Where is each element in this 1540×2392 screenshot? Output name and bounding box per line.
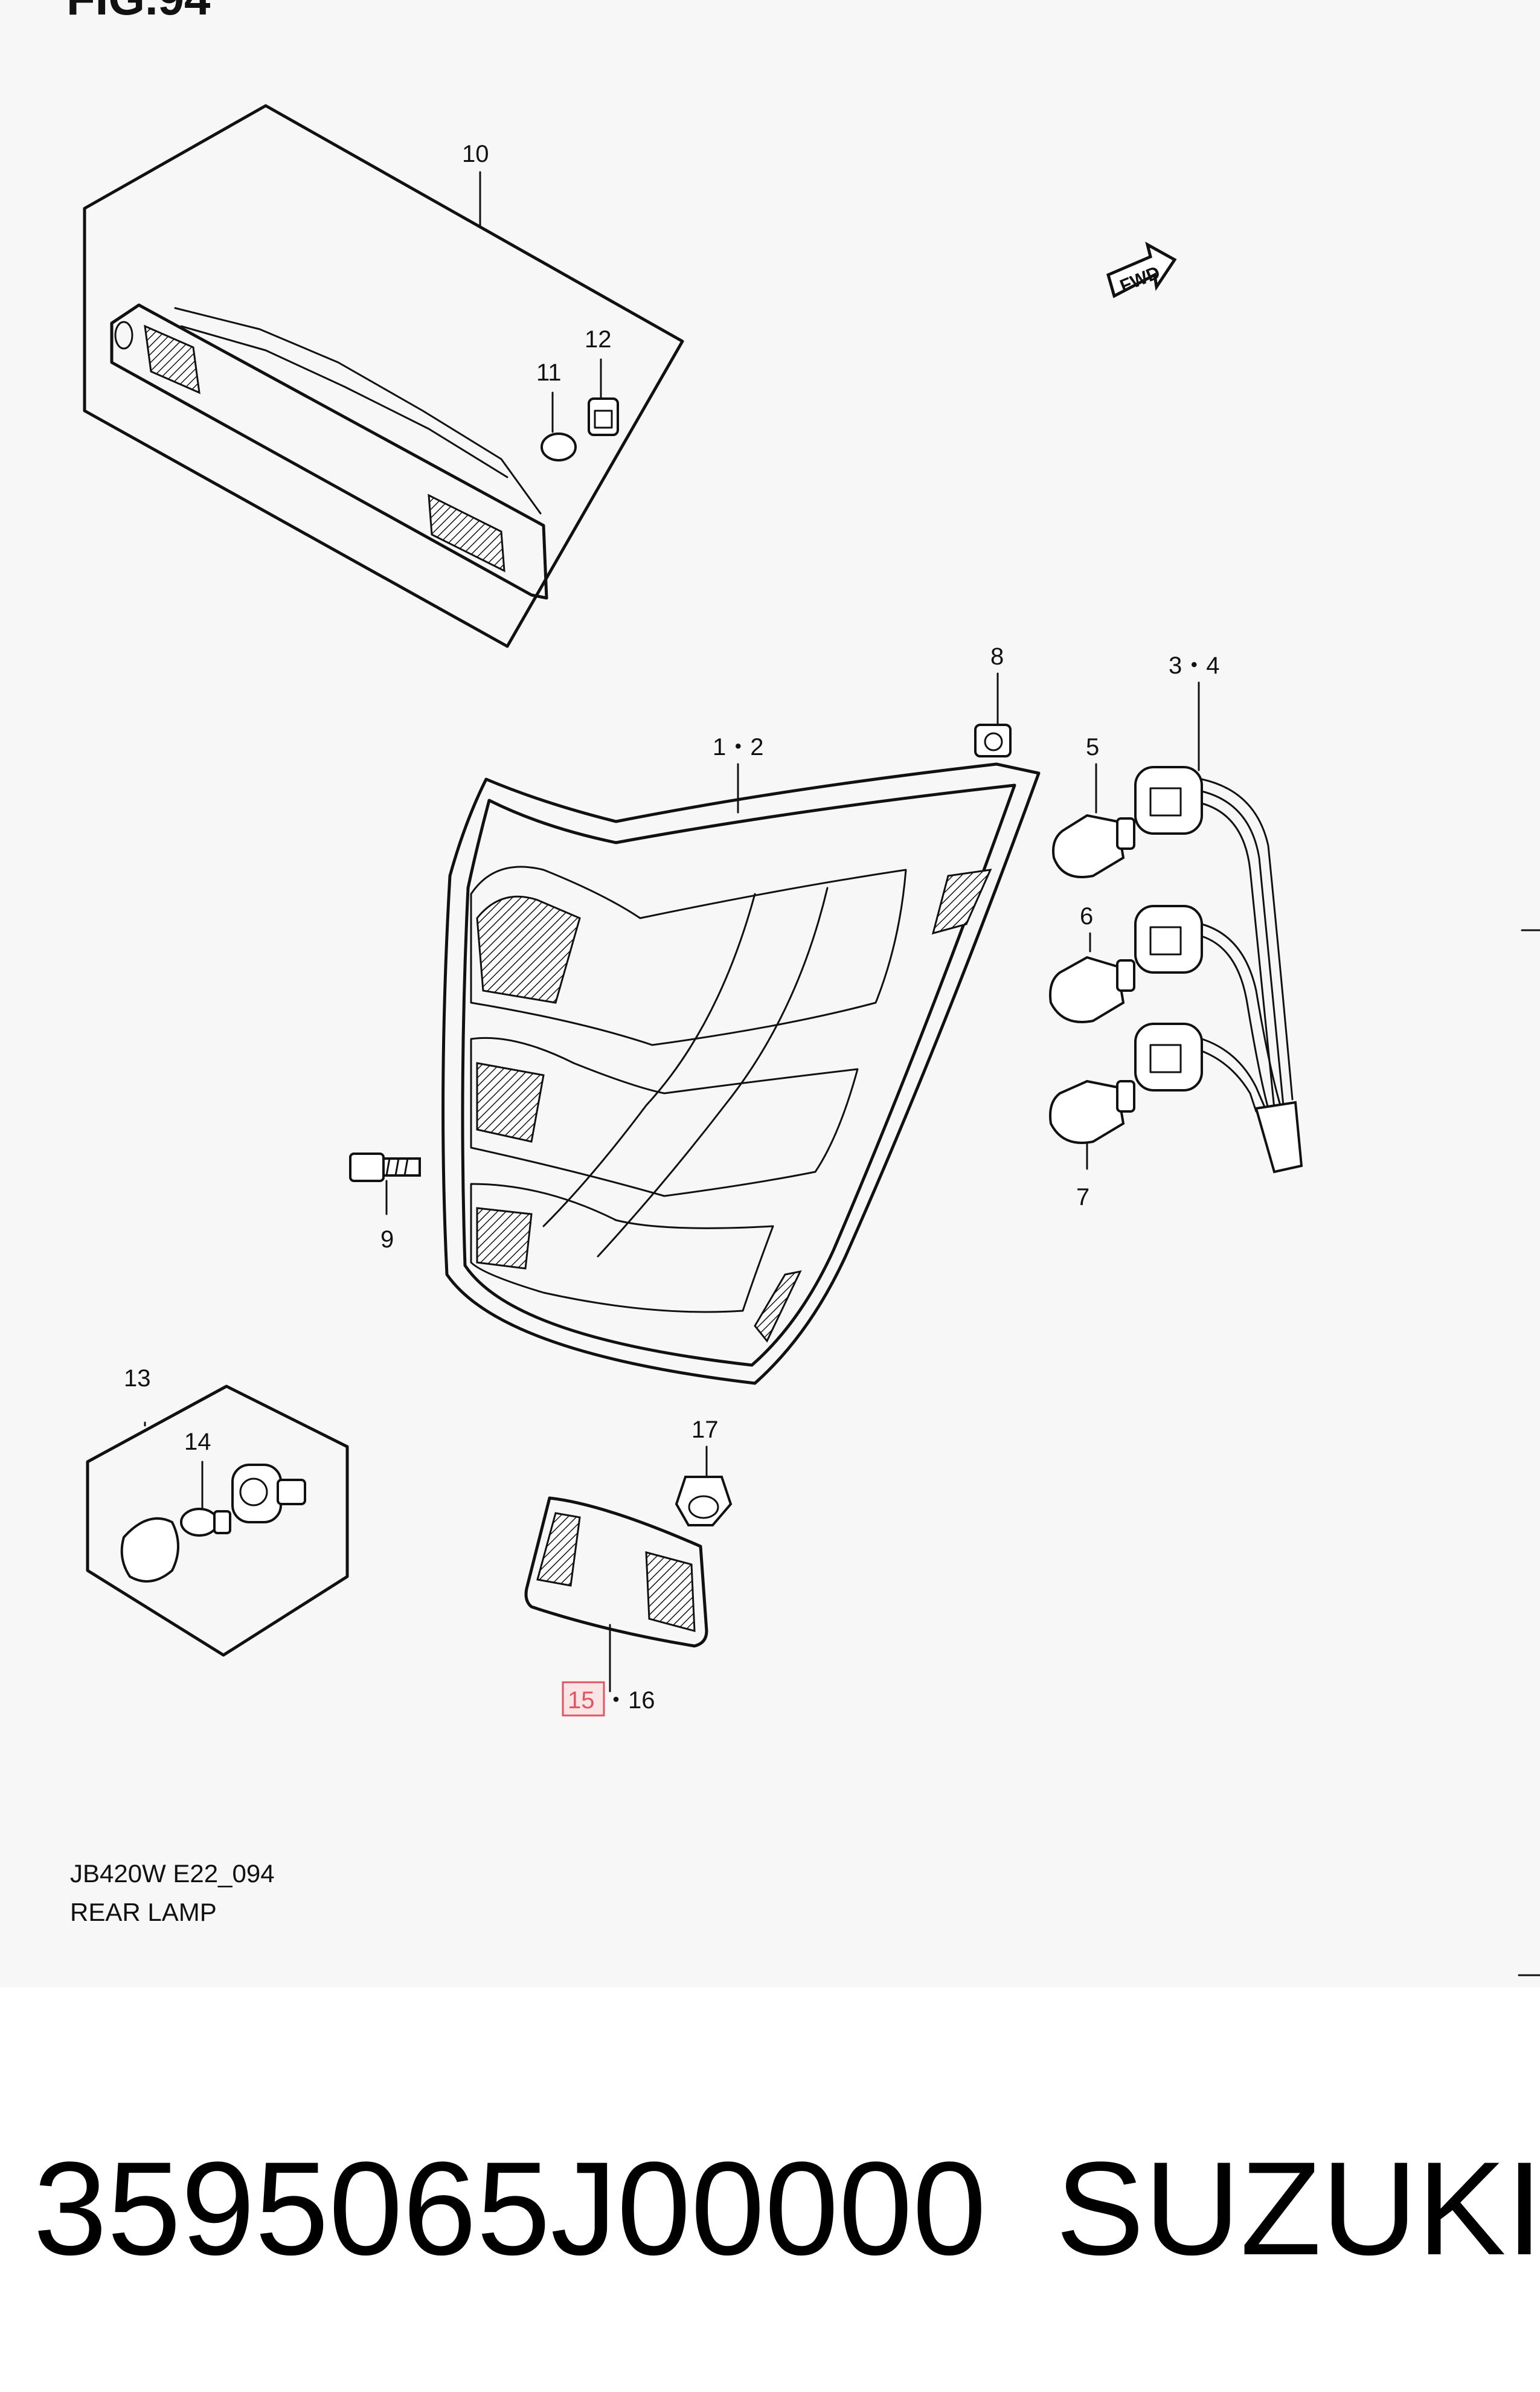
callout-9: 9 (380, 1226, 394, 1253)
side-marker-group (86, 1384, 349, 1657)
bulb-11-icon (541, 391, 577, 461)
callout-11: 11 (536, 359, 562, 386)
socket-14-icon (231, 1464, 306, 1523)
callout-15-highlight (562, 1681, 605, 1717)
nut-17-icon (675, 1445, 733, 1526)
forward-arrow-icon: FWD (1106, 242, 1177, 298)
exploded-parts-diagram: FWD (83, 104, 1540, 1976)
callout-13: 13 (124, 1365, 151, 1392)
callout-7: 7 (1076, 1184, 1089, 1210)
callout-15: 15 (568, 1687, 595, 1714)
figure-heading: FIG.94 (66, 0, 210, 26)
lens-13-icon (120, 1517, 179, 1583)
bulb-5-icon (1052, 763, 1135, 878)
callout-6: 6 (1080, 903, 1093, 930)
drawing-title: REAR LAMP (70, 1898, 217, 1926)
bulb-6-icon (1049, 932, 1135, 1023)
reflector-icon (524, 1496, 708, 1693)
callout-14: 14 (184, 1429, 211, 1455)
bulb-7-icon (1049, 1079, 1135, 1170)
callout-17: 17 (691, 1416, 719, 1443)
callout-12: 12 (585, 326, 612, 353)
socket-harness-icon (1134, 681, 1303, 1174)
part-number: 3595065J00000 (33, 2134, 987, 2283)
clip-8-icon (974, 672, 1012, 757)
brand-name: SUZUKI (1056, 2134, 1540, 2283)
callout-1-2: 1・2 (713, 734, 764, 760)
callout-5: 5 (1086, 734, 1099, 760)
callout-3-4: 3・4 (1169, 652, 1220, 679)
callout-16: ・16 (604, 1687, 655, 1714)
high-mount-stop-lamp-icon (110, 303, 548, 600)
callout-8: 8 (990, 643, 1004, 670)
high-mount-stop-lamp-group (83, 104, 684, 648)
bulb-14-icon (180, 1508, 231, 1537)
callout-10: 10 (462, 141, 489, 167)
bolt-9-icon (349, 1153, 421, 1215)
rear-combination-lamp-icon (441, 762, 1041, 1385)
socket-12-icon (588, 358, 619, 436)
drawing-code: JB420W E22_094 (70, 1859, 275, 1888)
callout-labels: 10 11 12 8 3・4 1・2 5 6 7 9 13 14 17 15 ・… (124, 141, 1220, 1717)
diagram-panel: FIG.94 (66, 0, 1540, 1976)
